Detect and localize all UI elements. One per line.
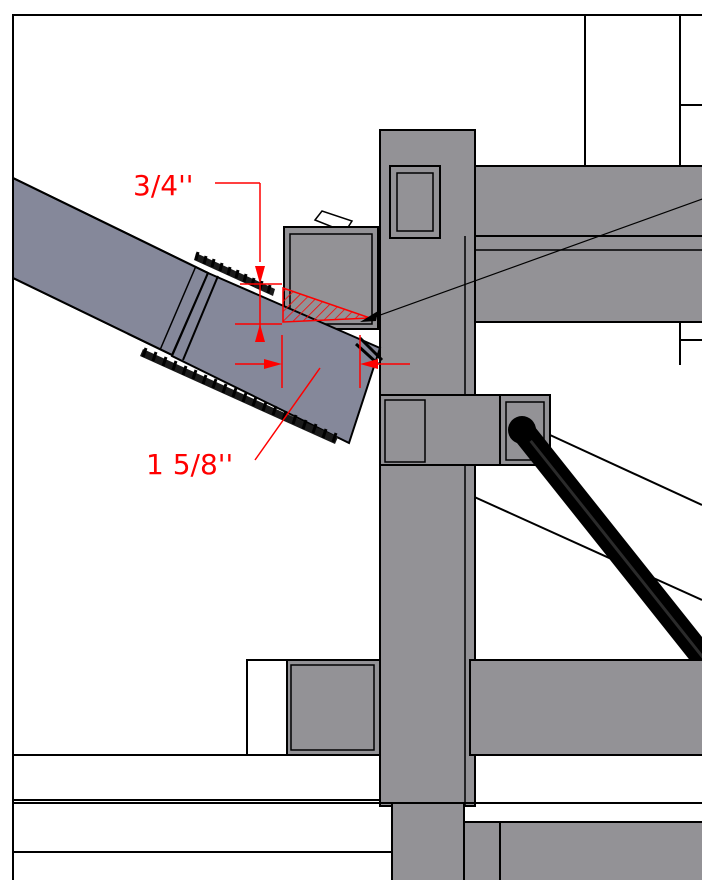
dimension-one-five-eighths <box>235 335 410 461</box>
leader-line <box>371 198 702 319</box>
middle-tube-sections <box>379 394 551 466</box>
dimension-arrow-left <box>264 359 282 369</box>
leader-arrow <box>360 311 378 322</box>
dimension-arrow-top <box>255 266 265 284</box>
weld-depth-label: 3/4'' <box>133 169 193 202</box>
background-frame-lines <box>469 15 702 601</box>
lower-horizontal-beam <box>246 659 702 756</box>
brace-sleeve <box>159 265 382 445</box>
weld-offset-label: 1 5/8'' <box>146 448 233 481</box>
weld-bead-bottom <box>140 347 338 444</box>
weld-bead-top <box>194 251 275 296</box>
weld-hatch-section <box>282 286 371 323</box>
vertical-post <box>379 129 476 807</box>
dimension-arrow-up <box>255 324 265 342</box>
base-lines <box>13 754 702 853</box>
dimension-arrow-right <box>360 359 378 369</box>
top-tube-section <box>389 165 441 239</box>
inclined-brace <box>12 176 210 357</box>
dimension-three-quarter <box>215 182 282 330</box>
bottom-blocks <box>391 802 702 880</box>
diagonal-rod <box>508 416 702 672</box>
